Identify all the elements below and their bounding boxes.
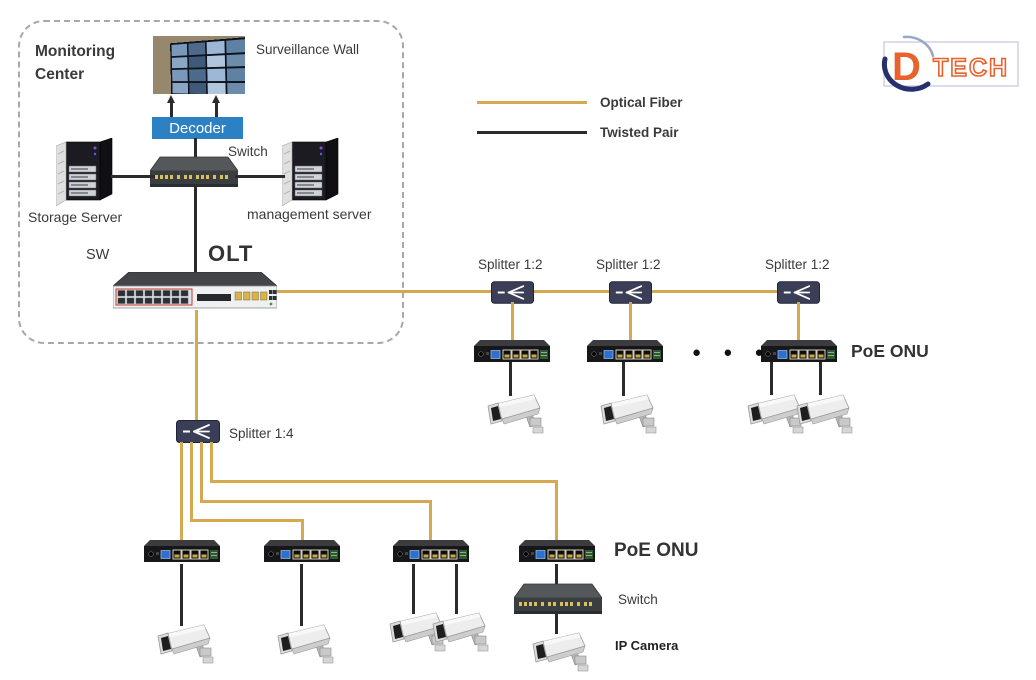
dtech-logo: D TECH xyxy=(881,35,1019,92)
poe-onu-bottom-label: PoE ONU xyxy=(614,540,699,561)
ellipsis-dots: ● ● ● xyxy=(692,344,773,361)
ip-camera xyxy=(154,622,218,666)
splitter-1-2-device xyxy=(777,281,820,304)
legend-twisted-pair-line xyxy=(477,131,587,134)
ip-camera xyxy=(597,392,661,436)
ip-camera xyxy=(529,630,593,674)
optical-fiber-line xyxy=(195,310,198,422)
optical-fiber-line xyxy=(555,480,558,542)
bottom-switch-label: Switch xyxy=(618,592,658,607)
optical-fiber-line xyxy=(429,500,432,542)
ip-camera xyxy=(793,392,857,436)
legend-optical-fiber-label: Optical Fiber xyxy=(600,95,683,110)
optical-fiber-line xyxy=(210,480,558,483)
twisted-pair-line xyxy=(455,564,458,614)
poe-onu-device xyxy=(144,540,220,564)
twisted-pair-line xyxy=(819,362,822,395)
monitoring-center-box xyxy=(18,20,404,344)
optical-fiber-line xyxy=(200,500,432,503)
poe-onu-device xyxy=(474,340,550,364)
mc-switch-device xyxy=(150,155,238,189)
twisted-pair-line xyxy=(555,564,558,585)
poe-onu-top-label: PoE ONU xyxy=(851,341,929,361)
decoder-to-wall-arrow xyxy=(212,95,221,118)
optical-fiber-line xyxy=(629,302,632,342)
surveillance-wall-image xyxy=(153,36,245,94)
monitoring-center-title-line1: Monitoring xyxy=(35,43,116,60)
management-server-label: management server xyxy=(247,206,372,222)
optical-fiber-line xyxy=(190,519,304,522)
twisted-pair-line xyxy=(412,564,415,614)
decoder-to-wall-arrow xyxy=(167,95,176,118)
twisted-pair-line xyxy=(555,612,558,634)
storage-server-device xyxy=(56,138,116,206)
decoder-box: Decoder xyxy=(152,117,243,139)
splitter-1-4-label: Splitter 1:4 xyxy=(229,426,294,441)
twisted-pair-line xyxy=(300,564,303,626)
poe-onu-device xyxy=(587,340,663,364)
ip-camera-label: IP Camera xyxy=(615,638,679,653)
splitter-1-2-device xyxy=(491,281,534,304)
splitter-1-2-label: Splitter 1:2 xyxy=(765,257,830,272)
monitoring-center-title-line2: Center xyxy=(35,66,85,83)
sw-label: SW xyxy=(86,247,110,263)
optical-fiber-trunk xyxy=(277,290,801,293)
optical-fiber-line xyxy=(797,302,800,342)
bottom-switch-device xyxy=(514,582,602,616)
twisted-pair-line xyxy=(194,186,197,274)
optical-fiber-line xyxy=(190,442,193,522)
optical-fiber-line xyxy=(301,519,304,542)
poe-onu-device xyxy=(393,540,469,564)
surveillance-wall-label: Surveillance Wall xyxy=(256,42,360,57)
logo-letter: D xyxy=(892,45,921,89)
splitter-1-4-device xyxy=(176,420,220,443)
twisted-pair-line xyxy=(770,362,773,395)
optical-fiber-line xyxy=(210,442,213,483)
storage-server-label: Storage Server xyxy=(28,209,123,225)
legend-optical-fiber-line xyxy=(477,101,587,104)
logo-text: TECH xyxy=(933,54,1009,82)
splitter-1-2-label: Splitter 1:2 xyxy=(596,257,661,272)
splitter-1-2-device xyxy=(609,281,652,304)
optical-fiber-line xyxy=(511,302,514,342)
twisted-pair-line xyxy=(235,175,285,178)
ip-camera xyxy=(484,392,548,436)
poe-onu-device xyxy=(264,540,340,564)
ip-camera xyxy=(429,610,493,654)
twisted-pair-line xyxy=(194,138,197,160)
poe-onu-device xyxy=(519,540,595,564)
olt-device xyxy=(113,272,277,312)
mc-switch-label: Switch xyxy=(228,144,268,159)
twisted-pair-line xyxy=(622,362,625,396)
twisted-pair-line xyxy=(509,362,512,396)
twisted-pair-line xyxy=(180,564,183,626)
optical-fiber-line xyxy=(180,442,183,542)
optical-fiber-line xyxy=(200,442,203,503)
splitter-1-2-label: Splitter 1:2 xyxy=(478,257,543,272)
legend-twisted-pair-label: Twisted Pair xyxy=(600,125,679,140)
twisted-pair-line xyxy=(111,175,155,178)
ip-camera xyxy=(274,622,338,666)
olt-label: OLT xyxy=(208,241,254,266)
management-server-device xyxy=(282,138,342,206)
